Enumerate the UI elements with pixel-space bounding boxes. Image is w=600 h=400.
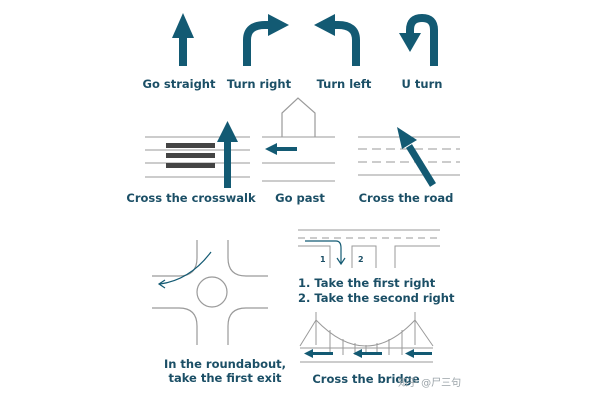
cross-crosswalk-label: Cross the crosswalk [126,191,256,205]
go-straight-arrow-icon [172,13,194,66]
turn-left-arrow-icon [314,14,360,66]
bridge-arrows-icon [304,349,432,358]
roundabout-label: In the roundabout, take the first exit [164,357,286,385]
go-past-arrow-icon [265,143,297,155]
turn-instructions-list: 1. Take the first right 2. Take the seco… [298,276,454,306]
watermark: 知乎 @尸三句 [398,378,462,389]
u-turn-arrow-icon [399,13,438,66]
first-right-marker: 1 [320,255,326,264]
go-straight-label: Go straight [142,77,216,91]
second-right-marker: 2 [358,255,364,264]
turn-right-arrow-icon [243,14,289,66]
cross-road-label: Cross the road [358,191,454,205]
roundabout-diagram [152,240,268,345]
crosswalk-arrow-icon [217,121,238,188]
crosswalk-road-diagram [145,136,250,178]
turn-right-label: Turn right [226,77,292,91]
first-right-instruction: 1. Take the first right [298,276,436,290]
second-right-instruction: 2. Take the second right [298,291,455,305]
street-turns-diagram [298,229,440,268]
turn-left-label: Turn left [316,77,372,91]
cross-bridge-label: Cross the bridge [312,372,420,386]
u-turn-label: U turn [401,77,443,91]
roundabout-label-line1: In the roundabout, [163,357,287,371]
roundabout-label-line2: take the first exit [168,371,282,385]
go-past-label: Go past [275,191,325,205]
go-past-diagram [262,97,335,182]
cross-road-arrow-icon [397,127,436,187]
roundabout-arrow-icon [157,251,212,289]
first-right-arrow-icon [305,240,346,266]
